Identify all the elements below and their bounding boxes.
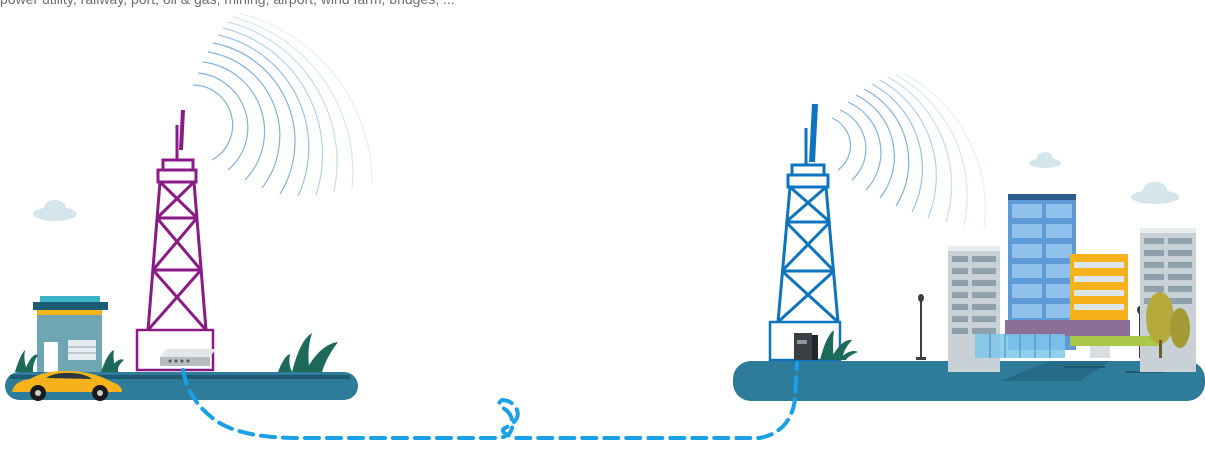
- industrial-router-icon: [794, 333, 818, 360]
- plant-icon: [101, 350, 124, 372]
- caption-text: power utility, railway, port, oil & gas,…: [0, 0, 780, 8]
- plant-icon: [15, 350, 38, 372]
- cloud-icon: [33, 200, 77, 221]
- fiber-link-line: [181, 361, 799, 440]
- sports-car-icon: [12, 370, 122, 401]
- cloud-icon: [1029, 152, 1061, 168]
- right-radio-tower: [768, 103, 842, 362]
- left-radio-tower: [135, 109, 215, 372]
- plant-icon: [278, 333, 338, 372]
- signal-waves-right: [831, 73, 986, 229]
- network-switch-icon: [160, 349, 216, 366]
- right-ground: [733, 361, 1205, 401]
- office-buildings-icon: [948, 194, 1196, 372]
- signal-waves-left: [192, 12, 373, 197]
- tree-icon: [1146, 292, 1190, 358]
- plant-icon: [820, 330, 858, 360]
- cloud-icon: [1131, 182, 1179, 204]
- storefront-icon: [33, 296, 108, 372]
- street-lamp-icon: [916, 294, 926, 360]
